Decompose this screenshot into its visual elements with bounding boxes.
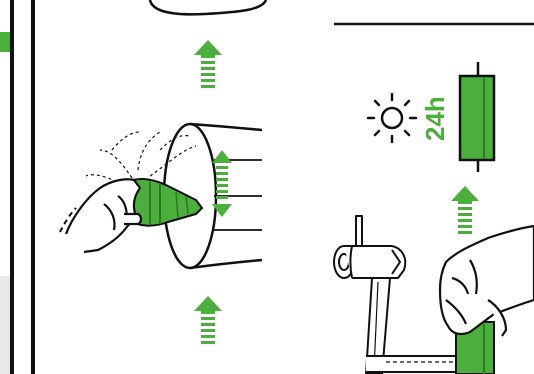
left-green-tab <box>0 32 11 52</box>
hand-wrist-line <box>59 207 77 233</box>
crank-handle-icon <box>333 215 461 374</box>
sprayer-nozzle-icon <box>127 178 204 227</box>
drying-part <box>458 62 496 172</box>
hand-icon <box>438 224 534 337</box>
up-arrow-icon <box>451 186 479 234</box>
left-gray-panel <box>0 276 10 374</box>
hand-icon <box>64 178 143 254</box>
drying-time-label: 24h <box>420 96 450 141</box>
spray-mist <box>85 131 197 187</box>
up-arrow-icon <box>194 296 222 344</box>
up-arrow-icon <box>194 40 222 88</box>
sun-icon <box>366 92 418 144</box>
top-partial-container <box>148 0 268 16</box>
vertical-double-arrow-icon <box>212 150 232 217</box>
